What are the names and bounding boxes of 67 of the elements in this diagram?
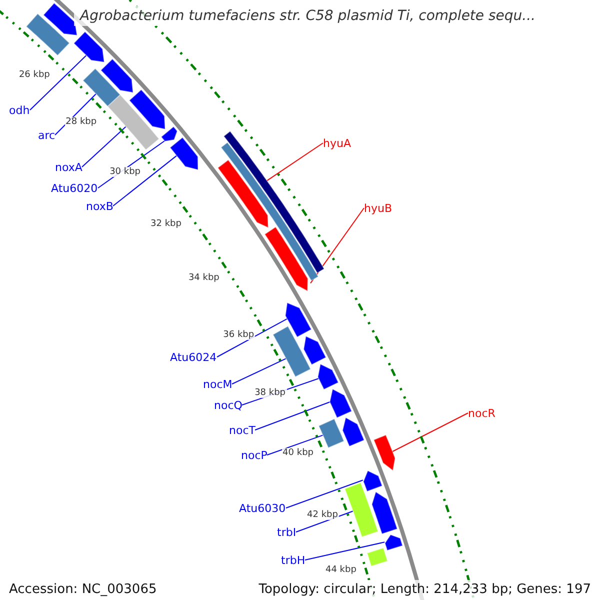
- leader-line: [310, 208, 364, 284]
- gene-label: nocM: [203, 378, 232, 390]
- leader-line: [82, 126, 126, 168]
- gene-segment: [100, 58, 134, 94]
- gene-segment: [303, 336, 327, 366]
- gene-label: nocQ: [214, 398, 242, 412]
- gene-segment: [329, 388, 352, 418]
- scale-label: 28 kbp: [64, 116, 98, 127]
- scale-label: 30 kbp: [108, 166, 142, 177]
- leader-line: [30, 54, 87, 110]
- gene-label: hyuA: [323, 136, 351, 150]
- scale-label: 40 kbp: [282, 448, 314, 458]
- gene-segment: [373, 434, 396, 472]
- scale-label: 36 kbp: [222, 330, 256, 340]
- gene-segment: [284, 302, 312, 338]
- gene-segment: [217, 159, 269, 228]
- gene-label: nocR: [468, 406, 496, 420]
- gene-label: trbI: [277, 526, 296, 538]
- leader-line: [112, 155, 178, 206]
- gene-label: Atu6030: [239, 502, 286, 514]
- leader-line: [304, 542, 386, 560]
- leader-line: [254, 402, 330, 430]
- leader-line: [286, 480, 364, 508]
- gene-label: nocT: [229, 424, 256, 436]
- gene-segment: [107, 94, 160, 150]
- gene-segment: [371, 491, 398, 535]
- accession-text: Accession: NC_003065: [9, 582, 157, 598]
- gene-segment: [384, 534, 404, 552]
- leader-line: [266, 434, 324, 456]
- gene-label: arc: [38, 128, 56, 142]
- gene-segment: [82, 68, 121, 108]
- gene-segment: [344, 482, 379, 538]
- gene-segment: [317, 363, 339, 390]
- gene-segment: [264, 226, 308, 292]
- gene-label: Atu6024: [170, 350, 217, 364]
- gene-segment: [128, 89, 166, 130]
- summary-text: Topology: circular; Length: 214,233 bp; Genes: 197: [258, 582, 591, 598]
- gene-segment: [272, 326, 312, 378]
- gene-segment: [220, 142, 319, 282]
- gene-label: Atu6020: [51, 182, 98, 194]
- gene-segment: [26, 13, 70, 56]
- gene-segment: [366, 547, 388, 567]
- leader-line: [216, 318, 288, 358]
- leader-line: [296, 510, 354, 532]
- gene-segment: [318, 418, 345, 448]
- scale-label: 42 kbp: [306, 510, 339, 520]
- gene-segment: [42, 2, 78, 36]
- gene-label: trbH: [281, 554, 306, 566]
- leader-line: [392, 412, 468, 452]
- gene-label: odh: [9, 104, 30, 116]
- leader-line: [266, 142, 324, 182]
- gene-segment: [160, 126, 178, 142]
- gene-label: hyuB: [364, 202, 392, 214]
- gene-label: noxA: [55, 160, 82, 174]
- gene-segment: [342, 416, 365, 447]
- scale-label: 44 kbp: [324, 565, 358, 576]
- gene-segment: [73, 31, 105, 63]
- scale-label: 38 kbp: [254, 388, 287, 398]
- scale-label: 32 kbp: [150, 218, 182, 229]
- gene-segment: [223, 130, 325, 274]
- leader-line: [232, 358, 286, 384]
- scale-label: 26 kbp: [18, 70, 51, 80]
- scale-label: 34 kbp: [187, 273, 220, 284]
- gene-label: nocP: [241, 448, 268, 462]
- gene-segment: [169, 136, 198, 170]
- gene-label: noxB: [86, 200, 114, 212]
- gene-segment: [362, 470, 383, 492]
